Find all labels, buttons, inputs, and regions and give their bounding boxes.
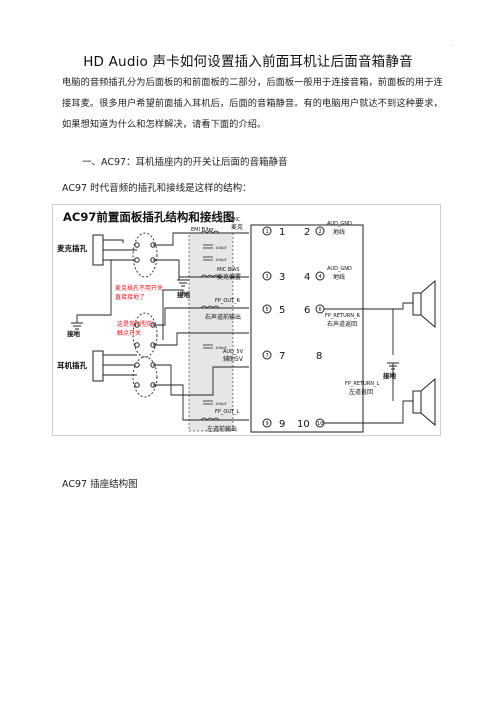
pin-4-code: AUD_GND [327, 266, 352, 272]
pin-5-circle-num: 5 [266, 307, 269, 313]
emi-filter-label: EMI Filter [191, 227, 215, 233]
pin-7-num: 7 [279, 351, 285, 362]
pin-6-num: 6 [304, 305, 310, 316]
pin-1-num: 1 [279, 227, 285, 238]
pin-8-num: 8 [316, 351, 322, 362]
ground-label-mid: 接地 [177, 290, 191, 299]
pin-6-circle-num: 6 [319, 307, 322, 313]
pin-4-circle-num: 4 [319, 274, 322, 280]
cap-label-3: 100pF [215, 345, 227, 350]
emi-filter-band [188, 232, 234, 432]
pin-6-code: FP_RETURN_R [325, 313, 360, 319]
note-mic-line-2: 直接接地了 [115, 293, 145, 301]
pin-5-num: 5 [279, 305, 285, 316]
note-switch-line-2: 触点开关 [117, 329, 141, 337]
corner-mark: . [449, 40, 452, 48]
pin-1-cn: 麦克 [231, 223, 243, 231]
pin-4-num: 4 [304, 272, 310, 283]
section-heading: 一、AC97：耳机插座内的开关让后面的音箱静音 [82, 157, 288, 168]
body-line: AC97 时代音频的插孔和接线是这样的结构： [62, 183, 252, 194]
pin-9-cn: 左道前输出 [207, 425, 237, 433]
pin-10-num: 10 [297, 419, 310, 430]
pin-10-cn: 左道返回 [349, 388, 373, 396]
headphone-switch-highlight-2 [132, 356, 158, 398]
ac97-connector [250, 224, 364, 433]
pin-2-circle-num: 2 [319, 229, 322, 235]
cap-label-2: 100pF [215, 257, 227, 262]
pin-9-circle-num: 9 [266, 421, 269, 427]
pin-9-num: 9 [279, 419, 285, 430]
ground-label-left: 接地 [67, 329, 81, 338]
headphone-jack-label: 耳机插孔 [57, 360, 87, 370]
mic-jack-body [92, 234, 104, 266]
pin-7-circle-num: 7 [266, 353, 269, 359]
pin-5-cn: 右声道前输出 [205, 313, 241, 321]
pin-3-cn: 麦克偏置 [217, 273, 241, 281]
pin-2-code: AUD_GND [327, 221, 352, 227]
intro-paragraph: 电脑的音频插孔分为后面板的和前面板的二部分，后面板一般用于连接音箱，前面板的用于… [62, 77, 443, 130]
cap-label-1: 100pF [215, 245, 227, 250]
pin-1-circle-num: 1 [266, 229, 269, 235]
pin-9-code: FP_OUT_L [215, 409, 240, 415]
pin-1-code: MIC [231, 217, 241, 223]
pin-3-circle-num: 3 [266, 274, 269, 280]
pin-5-code: FP_OUT_R [215, 298, 241, 304]
headphone-jack-body [92, 350, 104, 382]
right-speaker-cone [420, 279, 436, 329]
ground-label-right: 接地 [383, 371, 397, 380]
left-speaker-cone [420, 377, 436, 427]
mic-switch-highlight [132, 232, 158, 278]
pin-3-num: 3 [279, 272, 285, 283]
pin-2-cn: 地线 [333, 228, 345, 236]
wiring-diagram-svg: AC97前置面板插孔结构和接线图 EMI Filter 麦克插孔 耳机插孔 [57, 210, 436, 433]
figure-caption: AC97 插座结构图 [62, 479, 138, 490]
pin-6-cn: 右声道返回 [327, 320, 357, 328]
pin-3-code: MIC BIAS [217, 267, 239, 273]
pin-7-code: AUD_5V [223, 349, 244, 355]
pin-10-code: FP_RETURN_L [345, 381, 379, 387]
left-speaker-body [412, 390, 422, 414]
pin-2-num: 2 [304, 227, 310, 238]
pin-10-circle-num: 10 [317, 421, 323, 427]
diagram-title: AC97前置面板插孔结构和接线图 [63, 210, 234, 224]
note-switch-line-1: 这是常闭型的 [117, 320, 153, 328]
pin-4-cn: 地线 [333, 273, 345, 281]
mic-jack-label: 麦克插孔 [57, 243, 87, 253]
cap-label-4: 100pF [215, 401, 227, 406]
right-speaker-body [412, 292, 422, 316]
note-mic-line-1: 麦克插孔不用开关 [115, 284, 163, 292]
document-title: HD Audio 声卡如何设置插入前面耳机让后面音箱静音 [83, 54, 413, 70]
ac97-wiring-diagram: AC97前置面板插孔结构和接线图 EMI Filter 麦克插孔 耳机插孔 [52, 204, 441, 436]
headphone-switch-highlight [132, 312, 158, 358]
pin-7-cn: 辅助5V [223, 355, 244, 363]
